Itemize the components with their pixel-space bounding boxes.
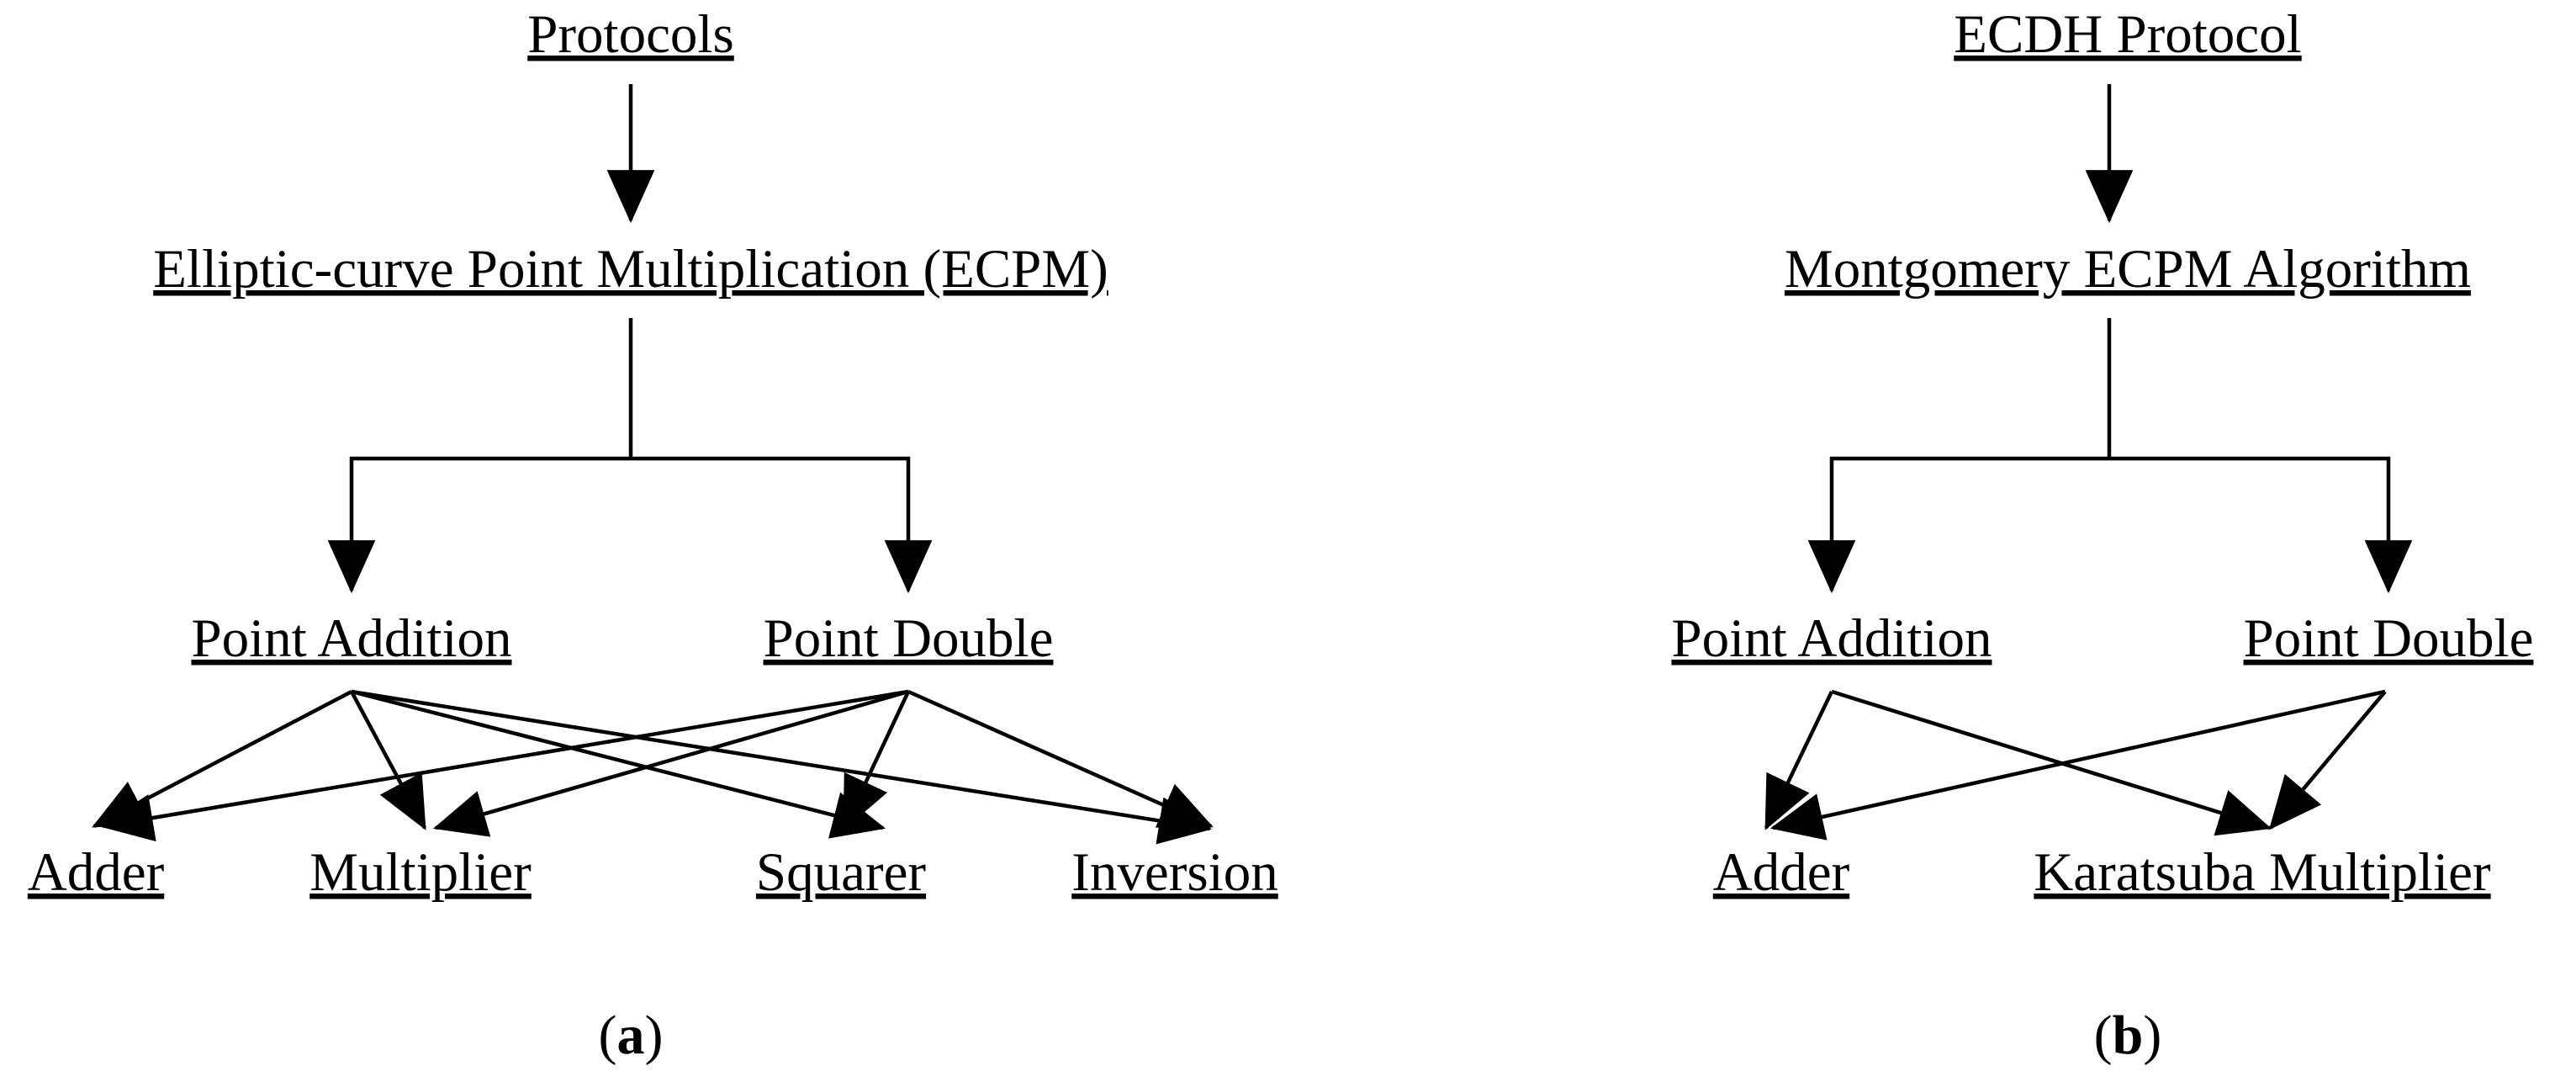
panel-a-edge-to-point-double bbox=[631, 456, 933, 594]
panel-a-caption: (a) bbox=[599, 1005, 664, 1066]
panel-a-edge-double-to-adder bbox=[99, 689, 909, 842]
panel-a-multiplier-node: Multiplier bbox=[309, 842, 532, 903]
panel-b: ECDH Protocol Montgomery ECPM Algorithm … bbox=[1671, 4, 2533, 1066]
panel-b-edge-addition-to-adder bbox=[1764, 691, 1834, 830]
panel-a-inversion-node: Inversion bbox=[1071, 842, 1278, 903]
panel-a-edge-addition-to-multiplier bbox=[350, 690, 426, 830]
panel-b-adder-node: Adder bbox=[1713, 842, 1850, 903]
panel-a-squarer-node: Squarer bbox=[756, 842, 926, 903]
panel-b-point-double-node: Point Double bbox=[2244, 608, 2534, 669]
panel-a-adder-node: Adder bbox=[28, 842, 165, 903]
panel-a-edge-addition-to-squarer bbox=[351, 689, 886, 839]
panel-b-edge-to-point-double bbox=[2109, 456, 2413, 594]
panel-a-edge-to-point-addition bbox=[327, 456, 631, 594]
panel-a-edge-addition-to-inversion bbox=[351, 689, 1213, 845]
panel-b-edge-double-to-adder bbox=[1769, 689, 2386, 841]
panel-b-edge-addition-to-karatsuba bbox=[1831, 689, 2272, 836]
panel-b-root-node: ECDH Protocol bbox=[1954, 4, 2301, 65]
panel-a-point-addition-node: Point Addition bbox=[191, 608, 511, 669]
panel-b-karatsuba-multiplier-node: Karatsuba Multiplier bbox=[2034, 842, 2491, 903]
panel-a-point-double-node: Point Double bbox=[764, 608, 1054, 669]
panel-a-edge-double-to-multiplier bbox=[432, 689, 909, 837]
panel-b-caption: (b) bbox=[2094, 1005, 2162, 1066]
panel-a-edge-double-to-squarer bbox=[842, 691, 911, 830]
panel-b-algorithm-node: Montgomery ECPM Algorithm bbox=[1785, 239, 2471, 300]
panel-a: Protocols Elliptic-curve Point Multiplic… bbox=[28, 4, 1278, 1066]
panel-b-edge-to-point-addition bbox=[1807, 456, 2109, 594]
panel-b-edge-double-to-karatsuba bbox=[2268, 690, 2387, 830]
panel-b-point-addition-node: Point Addition bbox=[1671, 608, 1992, 669]
panel-a-edge-double-to-inversion bbox=[907, 689, 1214, 829]
panel-a-algorithm-node: Elliptic-curve Point Multiplication (ECP… bbox=[153, 239, 1108, 300]
panel-a-root-node: Protocols bbox=[527, 4, 734, 65]
